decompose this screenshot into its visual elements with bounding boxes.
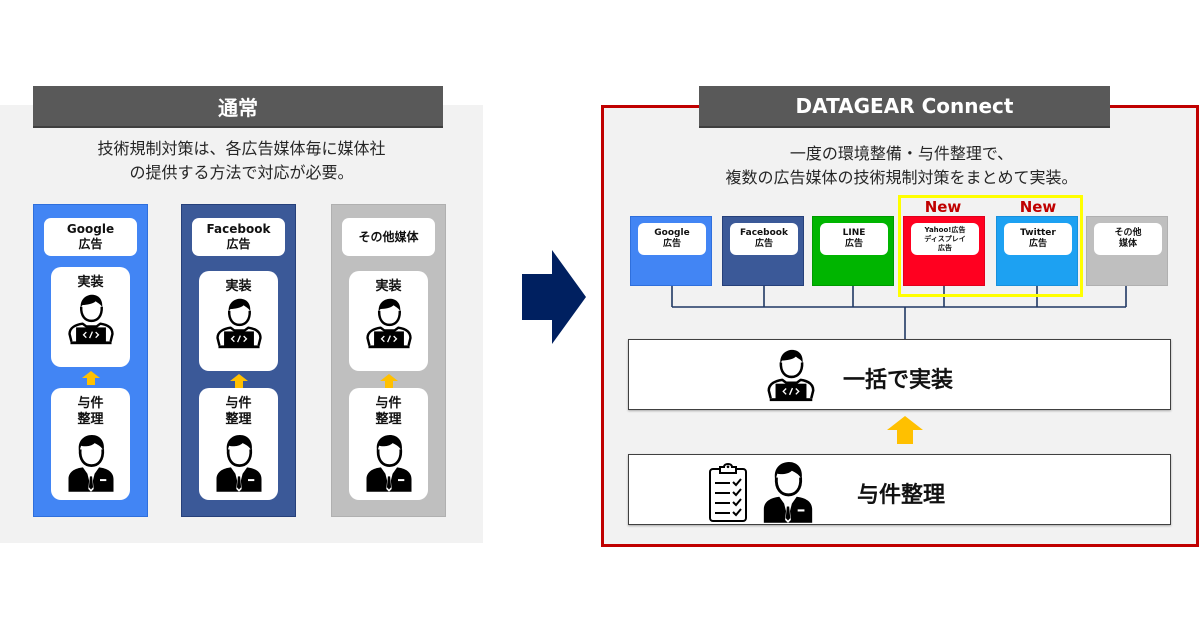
column-label: その他媒体 [342,218,435,256]
description-line: 複数の広告媒体の技術規制対策をまとめて実装。 [725,168,1078,187]
clipboard-checklist-icon [708,461,748,523]
requirements-box: 与件整理 [199,388,278,500]
implementation-box: 実装 [51,267,130,367]
developer-laptop-icon [762,343,820,407]
businessman-icon [64,432,118,492]
requirements-label: 与件整理 [77,396,104,427]
businessman-icon [759,458,817,524]
media-other: その他媒体 [1086,216,1168,286]
businessman-icon [212,432,266,492]
implementation-box: 実装 [199,271,278,371]
datagear-connect-description: 一度の環境整備・与件整理で、 複数の広告媒体の技術規制対策をまとめて実装。 [604,142,1199,190]
up-arrow-icon [230,373,248,389]
label-line: その他媒体 [358,229,419,244]
requirements-label: 与件整理 [375,396,402,427]
developer-laptop-icon [63,291,119,347]
implementation-label: 実装 [77,275,104,290]
up-arrow-icon [380,373,398,389]
description-line: の提供する方法で対応が必要。 [129,163,354,182]
new-media-highlight-frame [898,195,1083,297]
other-media-column: その他媒体 実装 与件整理 [331,204,446,517]
bulk-implementation-label: 一括で実装 [843,368,954,393]
implementation-box: 実装 [349,271,428,371]
description-line: 一度の環境整備・与件整理で、 [789,144,1014,163]
label-line: 広告 [78,237,103,251]
businessman-icon [362,432,416,492]
implementation-label: 実装 [225,279,252,294]
media-label: その他媒体 [1094,223,1162,255]
new-badge: New [924,198,962,216]
up-arrow-icon [82,370,100,386]
datagear-connect-title: DATAGEAR Connect [699,86,1110,128]
media-yahoo-display-ads: Yahoo!広告ディスプレイ広告 [903,216,985,286]
right-arrow-icon [522,250,586,344]
label-line: Google [66,222,115,236]
requirements-organization-label: 与件整理 [857,483,946,508]
implementation-label: 実装 [375,279,402,294]
up-arrow-icon [887,416,923,444]
developer-laptop-icon [361,295,417,351]
requirements-organization-bar: 与件整理 [628,454,1171,525]
normal-approach-description: 技術規制対策は、各広告媒体毎に媒体社 の提供する方法で対応が必要。 [0,137,483,185]
developer-laptop-icon [211,295,267,351]
requirements-box: 与件整理 [349,388,428,500]
new-badge: New [1019,198,1057,216]
label-line: Facebook [206,222,271,236]
bulk-implementation-bar: 一括で実装 [628,339,1171,410]
media-label: Yahoo!広告ディスプレイ広告 [911,223,979,255]
label-line: 広告 [226,237,251,251]
normal-approach-title: 通常 [33,86,443,128]
description-line: 技術規制対策は、各広告媒体毎に媒体社 [97,139,386,158]
requirements-label: 与件整理 [225,396,252,427]
requirements-box: 与件整理 [51,388,130,500]
